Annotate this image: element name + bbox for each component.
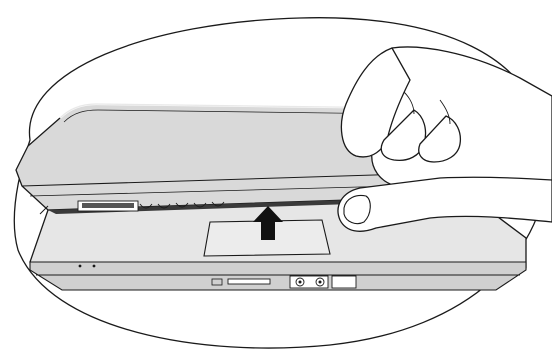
audio-jack-icon: [289, 275, 357, 289]
left-side-mark: [39, 205, 49, 215]
led-dot-2: [92, 264, 96, 268]
hand-thumb: [337, 176, 552, 232]
led-dot-1: [78, 264, 82, 268]
hand-finger-ring: [418, 115, 462, 163]
laptop-front-edge: [29, 261, 527, 291]
knuckle-crease-1: [403, 91, 415, 115]
up-arrow-icon: [253, 206, 283, 240]
knuckle-crease-2: [439, 99, 451, 125]
keyboard-keys: [82, 203, 134, 208]
hand-finger-middle: [380, 109, 427, 162]
hand-finger-index: [340, 47, 411, 158]
card-slot-icon: [211, 278, 271, 286]
hinge-bumps: [139, 201, 225, 209]
hand-icon: [337, 46, 552, 232]
hand-thumbnail: [343, 194, 371, 225]
